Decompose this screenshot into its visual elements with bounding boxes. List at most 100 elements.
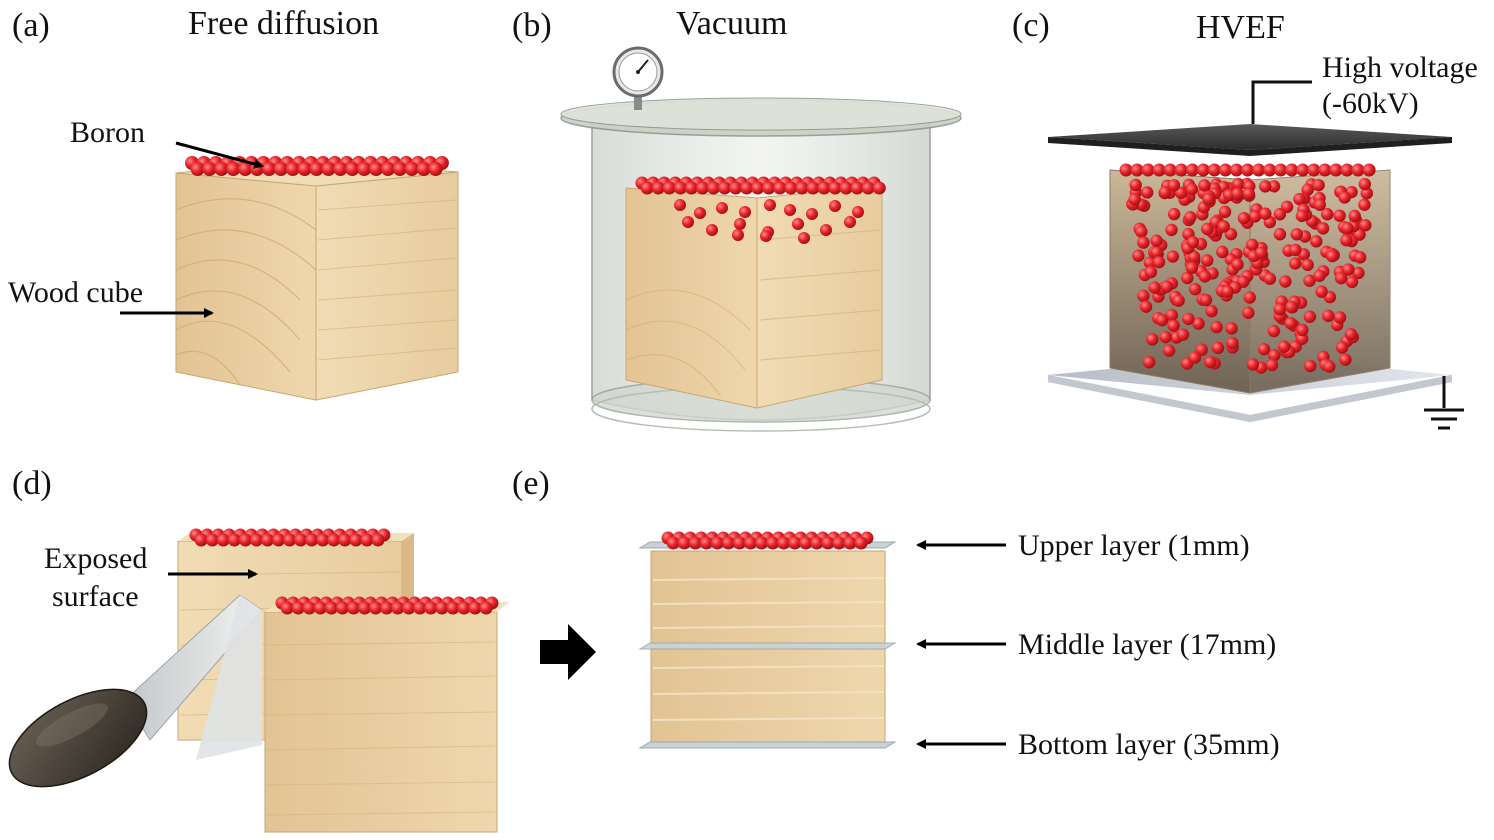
boron-particle bbox=[1196, 163, 1210, 177]
boron-particle bbox=[321, 162, 336, 176]
voltage-value-label: (-60kV) bbox=[1322, 87, 1419, 120]
boron-particle bbox=[1352, 266, 1365, 280]
boron-particle bbox=[1257, 342, 1271, 356]
boron-particle bbox=[1333, 311, 1347, 324]
boron-particle bbox=[1181, 271, 1194, 285]
boron-particle bbox=[1137, 236, 1150, 249]
process-arrow-icon bbox=[540, 624, 596, 680]
boron-particle bbox=[1185, 261, 1199, 275]
exposed-label-line2: surface bbox=[52, 580, 139, 613]
boron-particle bbox=[852, 206, 864, 218]
boron-particle bbox=[1329, 163, 1343, 177]
boron-particle bbox=[1304, 359, 1317, 373]
boron-particle bbox=[1205, 304, 1218, 318]
boron-particle bbox=[1303, 310, 1317, 323]
boron-particle bbox=[706, 224, 718, 236]
boron-particle bbox=[335, 601, 349, 615]
boron-particle bbox=[1188, 282, 1202, 296]
boron-particle bbox=[795, 181, 809, 195]
boron-particle bbox=[699, 536, 713, 550]
boron-particle bbox=[1129, 178, 1142, 192]
boron-particle bbox=[1243, 291, 1256, 304]
boron-particle bbox=[309, 162, 324, 176]
boron-particle bbox=[404, 162, 419, 176]
wood-grain-d-front bbox=[266, 641, 496, 816]
boron-particle bbox=[729, 181, 743, 195]
boron-particle bbox=[1202, 192, 1215, 206]
boron-particle bbox=[345, 162, 360, 176]
boron-particle bbox=[238, 533, 252, 547]
boron-particle bbox=[1285, 163, 1299, 177]
boron-particle bbox=[1259, 180, 1272, 193]
boron-particle bbox=[1137, 289, 1150, 303]
boron-particle bbox=[1119, 163, 1133, 177]
boron-particle bbox=[760, 230, 772, 242]
boron-particle bbox=[1285, 300, 1298, 314]
boron-particle bbox=[1344, 328, 1358, 341]
boron-particle bbox=[1188, 351, 1202, 364]
boron-particle bbox=[1139, 300, 1153, 313]
boron-particle bbox=[358, 601, 372, 615]
boron-particle bbox=[1259, 207, 1272, 220]
ground-symbol-icon bbox=[1424, 376, 1464, 430]
boron-particle bbox=[821, 536, 835, 550]
boron-particle bbox=[291, 601, 305, 615]
panel-d-tag: (d) bbox=[12, 465, 52, 502]
boron-particle bbox=[718, 181, 732, 195]
boron-particle bbox=[369, 162, 384, 176]
boron-particle bbox=[262, 162, 276, 176]
boron-particle bbox=[313, 601, 327, 615]
boron-particle bbox=[1204, 355, 1217, 369]
middle-layer-label: Middle layer (17mm) bbox=[1018, 628, 1276, 661]
boron-particle bbox=[784, 204, 796, 216]
boron-particle bbox=[1132, 249, 1145, 262]
boron-particle bbox=[1295, 332, 1309, 345]
upper-layer-label: Upper layer (1mm) bbox=[1018, 529, 1250, 562]
boron-particle bbox=[682, 216, 694, 228]
boron-particle bbox=[777, 536, 791, 550]
boron-particle bbox=[1351, 163, 1365, 177]
boron-particle bbox=[1333, 209, 1346, 222]
boron-particle bbox=[1252, 163, 1266, 177]
boron-particle bbox=[755, 536, 769, 550]
bottom-slice bbox=[638, 741, 897, 749]
panel-a-tag: (a) bbox=[12, 7, 50, 44]
boron-particle bbox=[1165, 308, 1178, 322]
boron-particle bbox=[684, 181, 698, 195]
boron-particle bbox=[1187, 250, 1201, 264]
boron-particle bbox=[1303, 274, 1316, 287]
boron-particle bbox=[273, 162, 288, 176]
boron-particle bbox=[1277, 340, 1291, 353]
boron-particle bbox=[1167, 207, 1181, 221]
boron-particle bbox=[1198, 270, 1212, 283]
boron-particle bbox=[1146, 333, 1159, 346]
boron-particle bbox=[798, 232, 810, 244]
boron-particle bbox=[806, 208, 818, 220]
wood-cube-b bbox=[625, 185, 883, 409]
boron-particle bbox=[1335, 341, 1349, 354]
boron-particle bbox=[707, 181, 720, 195]
boron-particle bbox=[1144, 265, 1158, 279]
boron-particle bbox=[1185, 183, 1199, 196]
boron-particle bbox=[1218, 205, 1232, 219]
boron-particle bbox=[1289, 257, 1302, 270]
boron-particle bbox=[1166, 250, 1180, 263]
boron-particle bbox=[1152, 163, 1166, 177]
boron-particle bbox=[1326, 249, 1339, 263]
boron-particle bbox=[1242, 187, 1255, 200]
boron-particle bbox=[1150, 246, 1163, 259]
boron-particle bbox=[1237, 211, 1251, 225]
pressure-gauge-icon bbox=[612, 46, 664, 110]
boron-particle bbox=[677, 536, 691, 550]
boron-particle bbox=[1242, 306, 1255, 319]
boron-particle bbox=[283, 533, 297, 547]
boron-particle bbox=[799, 536, 813, 550]
boron-particle bbox=[734, 218, 746, 230]
wood-grain-rings-a bbox=[175, 198, 317, 386]
boron-particle bbox=[1358, 198, 1371, 211]
boron-particle bbox=[1341, 222, 1354, 235]
boron-layer-d-back bbox=[189, 528, 391, 547]
boron-particle bbox=[261, 533, 274, 547]
boron-particle bbox=[773, 181, 787, 195]
boron-layer-e bbox=[661, 531, 874, 550]
